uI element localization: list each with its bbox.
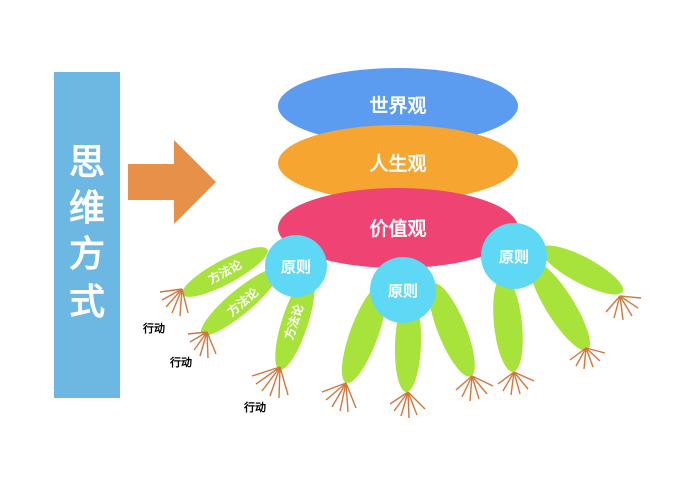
lifeview-label: 人生观 [369, 152, 426, 175]
root-b [187, 331, 217, 359]
right-arrow [128, 140, 216, 224]
root-right-2 [569, 347, 606, 370]
lifeview-ellipse [278, 125, 518, 201]
principle-circle-center [370, 257, 436, 323]
center-limb-1 [341, 284, 387, 384]
action-label-a: 行动 [142, 321, 165, 335]
methodology-limb-b [200, 268, 280, 336]
thinking-mode-label: 思 维 方 式 [69, 142, 105, 323]
methodology-limbs [182, 245, 624, 392]
methodology-limb-c [275, 274, 315, 370]
principle-circle-left [265, 235, 327, 297]
action-label-b: 行动 [169, 355, 192, 369]
roots [159, 288, 642, 419]
root-right-1 [497, 371, 535, 396]
methodology-limb-a [182, 247, 268, 297]
thinking-mode-char-4: 式 [69, 282, 105, 323]
root-center-2 [389, 391, 426, 419]
thinking-mode-char-3: 方 [69, 234, 105, 275]
right-limb-2 [529, 261, 591, 351]
action-label-c: 行动 [243, 400, 266, 414]
center-limb-3 [429, 283, 475, 377]
right-limb-3 [540, 245, 624, 295]
principle-circle-right [481, 223, 547, 289]
root-center-3 [455, 375, 494, 402]
root-a [159, 288, 189, 317]
right-limb-1 [493, 276, 523, 372]
principle-label-right: 原则 [499, 248, 529, 266]
root-right-3 [605, 295, 642, 321]
worldview-label: 世界观 [369, 95, 426, 117]
root-center-1 [321, 382, 357, 413]
valueview-label: 价值观 [369, 217, 426, 240]
principle-label-left: 原则 [281, 258, 311, 276]
valueview-ellipse [278, 188, 518, 268]
thinking-mode-bar [54, 72, 120, 398]
principle-label-center: 原则 [388, 282, 418, 300]
thinking-mode-char-1: 思 [69, 142, 105, 183]
thinking-mode-char-2: 维 [69, 188, 105, 229]
root-c [251, 366, 289, 399]
worldview-ellipse [278, 68, 518, 144]
